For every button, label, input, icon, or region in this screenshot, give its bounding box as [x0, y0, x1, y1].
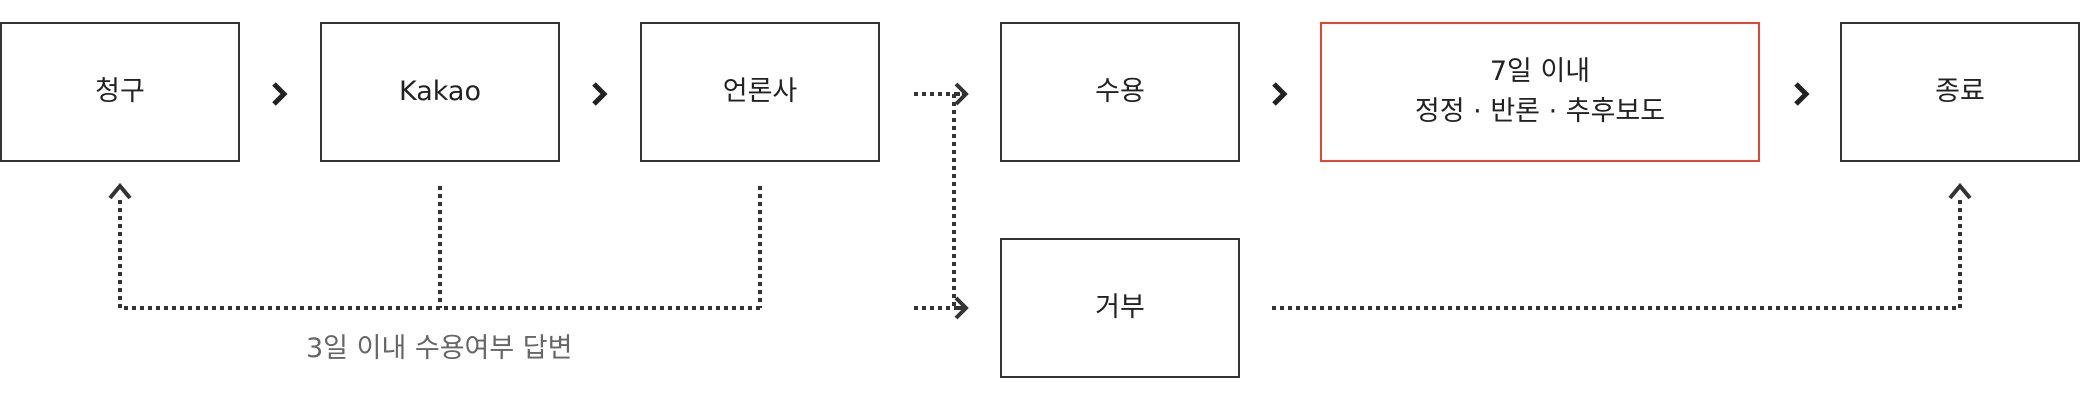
chevron-right-icon: [1272, 82, 1288, 106]
step-reject-label: 거부: [1095, 292, 1145, 323]
step-press: 언론사: [640, 22, 880, 162]
arrow-right-accept: [954, 82, 969, 106]
arrow-right-reject: [954, 296, 969, 320]
step-request-label: 청구: [95, 76, 145, 107]
step-request: 청구: [0, 22, 240, 162]
step-end: 종료: [1840, 22, 2080, 162]
chevron-right-icon: [272, 82, 288, 106]
chevron-right-icon: [1794, 82, 1810, 106]
step-correction: 7일 이내 정정 · 반론 · 추후보도: [1320, 22, 1760, 162]
step-correction-deadline: 7일 이내: [1489, 56, 1591, 87]
step-press-label: 언론사: [722, 76, 798, 107]
arrow-up-end: [1948, 182, 1972, 200]
step-reject: 거부: [1000, 238, 1240, 378]
step-accept-label: 수용: [1095, 76, 1145, 107]
step-kakao: Kakao: [320, 22, 560, 162]
response-loop-line: [118, 186, 762, 310]
reject-to-end-line: [1272, 196, 1962, 310]
response-deadline-caption: 3일 이내 수용여부 답변: [306, 333, 573, 364]
step-accept: 수용: [1000, 22, 1240, 162]
chevron-right-icon: [592, 82, 608, 106]
step-kakao-label: Kakao: [398, 76, 481, 107]
step-end-label: 종료: [1935, 76, 1985, 107]
arrow-up-request: [108, 182, 132, 200]
step-correction-actions: 정정 · 반론 · 추후보도: [1414, 96, 1666, 127]
branch-line: [952, 92, 962, 310]
